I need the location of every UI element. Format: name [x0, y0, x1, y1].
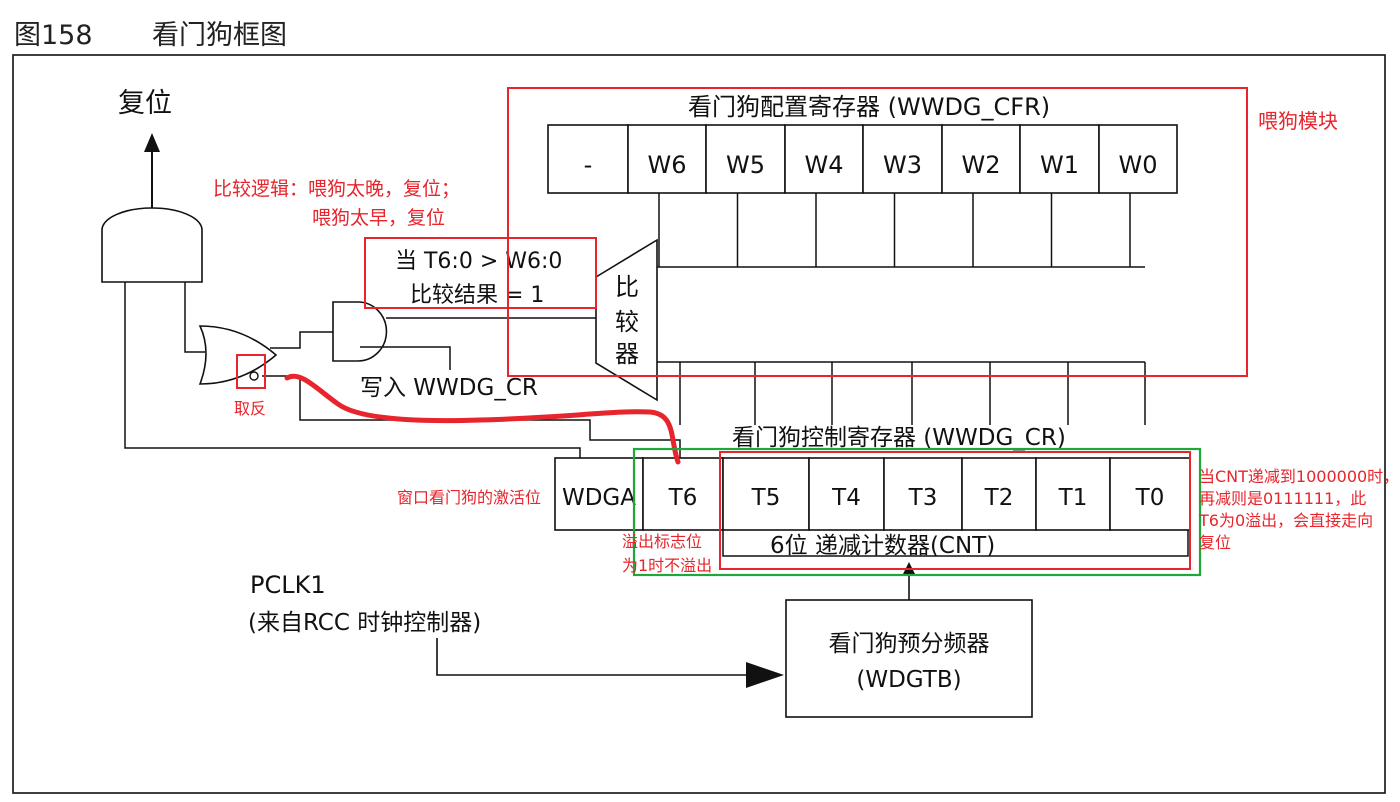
cr-cell-t1: T1 [1035, 457, 1111, 531]
prescaler-line-1: 看门狗预分频器 [829, 631, 990, 657]
and-gate-compare [332, 301, 388, 362]
cr-cell-label: T6 [668, 485, 698, 511]
prescaler-box [785, 599, 1033, 718]
condition-line-1: 当 T6:0 > W6:0 [395, 249, 562, 274]
overflow-note-1: 溢出标志位 [622, 532, 702, 551]
wdga-note: 窗口看门狗的激活位 [397, 488, 541, 507]
write-wwdg-cr-label: 写入 WWDG_CR [360, 375, 538, 401]
cfr-cell-w3: W3 [862, 124, 943, 194]
reset-label: 复位 [118, 88, 172, 119]
cr-cell-label: T2 [984, 485, 1014, 511]
cfr-cell-w1: W1 [1019, 124, 1100, 194]
cfr-cell-label: W0 [1119, 151, 1158, 179]
feed-module-note: 喂狗模块 [1258, 109, 1338, 133]
feedback-stroke [284, 373, 681, 465]
cfr-register: - W6 W5 W4 W3 W2 W1 W0 [547, 124, 1178, 194]
cfr-title: 看门狗配置寄存器 (WWDG_CFR) [688, 93, 1050, 121]
cr-green-highlight [632, 447, 1202, 577]
counter-label: 6位 递减计数器(CNT) [770, 533, 995, 559]
cr-cell-label: T0 [1135, 485, 1165, 511]
cr-cell-t4: T4 [808, 457, 885, 531]
cfr-bus-lines [657, 193, 1145, 268]
comparator-char-1: 比 [615, 273, 639, 301]
compare-logic-note-1: 比较逻辑：喂狗太晚，复位； [213, 178, 460, 200]
cnt-note-1: 当CNT递减到1000000时， [1199, 467, 1399, 486]
pclk-wire [436, 638, 750, 676]
cfr-cell-w4: W4 [784, 124, 864, 194]
cfr-cell-label: W2 [962, 151, 1001, 179]
or-gate-inverter-bubble [249, 371, 259, 381]
compare-logic-note-2: 喂狗太早，复位 [312, 207, 445, 229]
figure-title: 看门狗框图 [152, 20, 287, 51]
cr-cell-wdga: WDGA [554, 457, 644, 531]
and-gate-reset [101, 207, 203, 283]
overflow-note-2: 为1时不溢出 [622, 556, 712, 575]
comparator-char-3: 器 [615, 340, 639, 368]
cnt-note-2: 再减则是0111111，此 [1199, 489, 1366, 508]
cr-cell-label: T1 [1058, 485, 1088, 511]
cr-cell-label: T4 [831, 485, 861, 511]
cnt-note-3: T6为0溢出，会直接走向 [1198, 511, 1373, 530]
cr-cell-t5: T5 [722, 457, 810, 531]
cfr-cell-w2: W2 [941, 124, 1021, 194]
pclk-arrow-head [746, 662, 784, 688]
cr-cell-t3: T3 [883, 457, 963, 531]
condition-highlight [364, 237, 597, 309]
invert-note: 取反 [234, 399, 266, 418]
cfr-cell-label: W3 [883, 151, 922, 179]
reset-arrow-head [144, 133, 160, 152]
condition-line-2: 比较结果 = 1 [410, 283, 544, 308]
cfr-cell-label: W4 [805, 151, 844, 179]
cr-cell-label: T5 [751, 485, 781, 511]
figure-frame [12, 54, 1386, 794]
cr-bus-lines [657, 361, 1146, 425]
comparator-char-2: 较 [615, 308, 639, 336]
prescaler-line-2: (WDGTB) [856, 667, 961, 693]
cr-title: 看门狗控制寄存器 (WWDG_CR) [732, 425, 1066, 451]
comparator-shape [595, 238, 658, 402]
cfr-cell-w5: W5 [705, 124, 786, 194]
feed-module-highlight [507, 87, 1248, 377]
cr-cell-t6: T6 [642, 457, 724, 531]
cr-cell-t2: T2 [961, 457, 1037, 531]
cfr-cell-reserved: - [547, 124, 629, 194]
invert-highlight [236, 354, 266, 389]
pclk-line-1: PCLK1 [250, 571, 326, 599]
cr-cell-label: T3 [908, 485, 938, 511]
figure-number: 图158 [14, 20, 93, 51]
cfr-cell-w0: W0 [1098, 124, 1178, 194]
cr-cell-t0: T0 [1109, 457, 1191, 531]
cfr-cell-label: W5 [726, 151, 765, 179]
cnt-note-4: 复位 [1199, 533, 1231, 552]
cfr-cell-label: - [584, 151, 593, 179]
pclk-line-2: (来自RCC 时钟控制器) [248, 610, 481, 636]
cfr-cell-label: W6 [648, 151, 687, 179]
cr-register: WDGA T6 T5 T4 T3 T2 T1 T0 [554, 457, 1191, 531]
cr-cell-label: WDGA [562, 485, 636, 511]
cfr-cell-w6: W6 [627, 124, 707, 194]
cfr-cell-label: W1 [1040, 151, 1079, 179]
cnt-red-highlight [719, 451, 1191, 570]
counter-bracket [722, 530, 1189, 557]
